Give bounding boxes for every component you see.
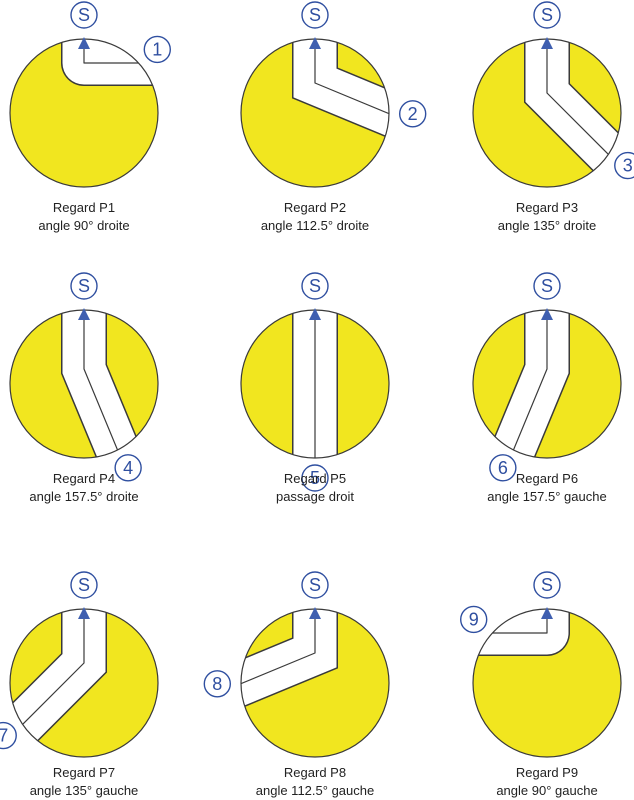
panel-title: Regard P8 (284, 765, 346, 780)
source-label: S (78, 276, 90, 296)
panel-title: Regard P4 (53, 471, 115, 486)
panel-title: Regard P7 (53, 765, 115, 780)
flow-line (83, 310, 146, 458)
outlet-badge: 6 (489, 454, 517, 482)
source-badge: S (301, 272, 329, 300)
outlet-label: 4 (123, 458, 133, 478)
flow-line (485, 310, 548, 458)
inflow-arrow-icon (78, 308, 90, 320)
source-badge: S (70, 272, 98, 300)
outlet-label: 6 (498, 458, 508, 478)
inflow-arrow-icon (541, 37, 553, 49)
source-badge: S (533, 1, 561, 29)
source-label: S (78, 575, 90, 595)
panel-subtitle: angle 135° droite (498, 218, 596, 233)
source-label: S (309, 276, 321, 296)
panel-title: Regard P1 (53, 200, 115, 215)
panel-title: Regard P5 (284, 471, 346, 486)
flow-line (546, 39, 621, 187)
panel-title: Regard P6 (516, 471, 578, 486)
outlet-label: 9 (469, 609, 479, 629)
outlet-badge: 8 (203, 670, 232, 698)
outlet-label: 1 (152, 39, 162, 59)
panel-subtitle: angle 90° droite (38, 218, 129, 233)
source-label: S (309, 5, 321, 25)
panel-title: Regard P3 (516, 200, 578, 215)
outlet-badge: 5 (301, 464, 329, 492)
outlet-badge: 9 (460, 605, 488, 634)
source-label: S (541, 575, 553, 595)
source-label: S (541, 5, 553, 25)
inflow-arrow-icon (309, 37, 321, 49)
panel-subtitle: angle 135° gauche (30, 783, 139, 798)
flow-line (10, 609, 85, 757)
inflow-arrow-icon (78, 607, 90, 619)
inflow-arrow-icon (309, 607, 321, 619)
outlet-badge: 3 (614, 151, 634, 180)
source-badge: S (70, 571, 98, 599)
panel-title: Regard P9 (516, 765, 578, 780)
source-label: S (78, 5, 90, 25)
inflow-arrow-icon (78, 37, 90, 49)
source-badge: S (301, 571, 329, 599)
source-badge: S (533, 571, 561, 599)
outlet-badge: 1 (143, 35, 171, 64)
panel-title: Regard P2 (284, 200, 346, 215)
panel-subtitle: angle 90° gauche (496, 783, 597, 798)
outlet-label: 8 (212, 674, 222, 694)
panel-subtitle: angle 112.5° droite (261, 218, 369, 233)
outlet-label: 5 (310, 468, 320, 488)
outlet-label: 3 (623, 156, 633, 176)
source-badge: S (301, 1, 329, 29)
outlet-label: 7 (0, 726, 8, 746)
inflow-arrow-icon (541, 607, 553, 619)
source-label: S (309, 575, 321, 595)
inflow-arrow-icon (541, 308, 553, 320)
outlet-label: 2 (408, 104, 418, 124)
source-badge: S (70, 1, 98, 29)
panel-subtitle: passage droit (276, 489, 354, 504)
source-label: S (541, 276, 553, 296)
panel-subtitle: angle 157.5° droite (29, 489, 138, 504)
outlet-badge: 4 (114, 454, 142, 482)
outlet-badge: 2 (398, 100, 427, 128)
inflow-arrow-icon (309, 308, 321, 320)
panel-subtitle: angle 112.5° gauche (256, 783, 374, 798)
outlet-badge: 7 (0, 721, 17, 750)
source-badge: S (533, 272, 561, 300)
panel-subtitle: angle 157.5° gauche (487, 489, 606, 504)
